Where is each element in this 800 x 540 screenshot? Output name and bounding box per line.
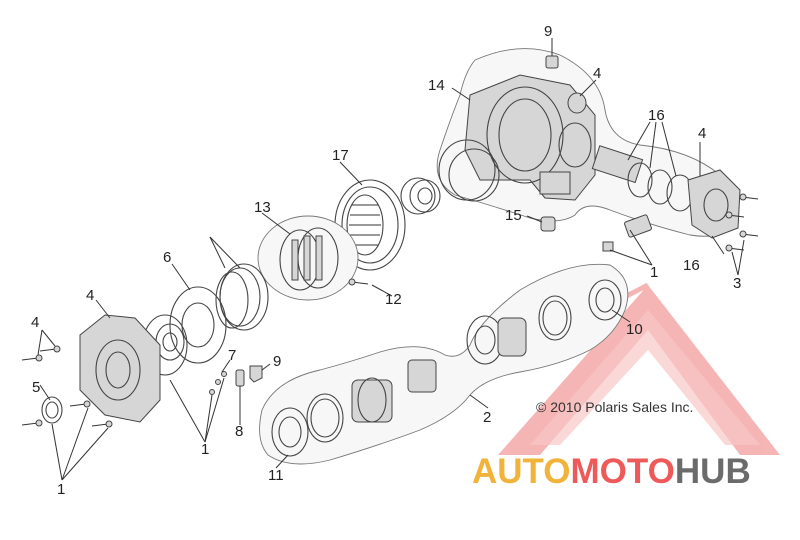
callout-10: 12 (385, 291, 402, 308)
callout-9-left: 11 (268, 467, 284, 484)
callout-1-lower-left: 1 (57, 481, 66, 498)
copyright-notice: © 2010 Polaris Sales Inc. (536, 399, 694, 415)
callout-11: 13 (254, 199, 271, 216)
bearing-cover (687, 169, 741, 239)
callout-12: 14 (428, 77, 445, 94)
callout-7: 8 (235, 423, 244, 440)
leader-lines (37, 38, 745, 481)
callout-9-right: 10 (626, 321, 643, 338)
pinion-shaft-bearings (591, 145, 694, 212)
callout-5: 6 (163, 249, 172, 266)
roller-cage (279, 227, 339, 291)
brand-auto: AUTO (472, 452, 571, 491)
front-cover (79, 314, 161, 423)
pin (348, 278, 369, 286)
large-seal-ring (438, 139, 500, 202)
fill-plug (545, 55, 559, 69)
callout-8: 9 (273, 353, 282, 370)
differential-case (464, 74, 596, 201)
callout-1-upper-right: 1 (650, 264, 659, 281)
drain-plug (540, 216, 556, 232)
output-shaft-parts (271, 279, 622, 457)
watermark-brand: AUTOMOTOHUB (472, 454, 751, 489)
electrical-connector (602, 214, 652, 252)
spring-and-pins (209, 365, 263, 395)
callout-14: 9 (544, 23, 553, 40)
callout-2: 2 (483, 409, 492, 426)
callout-4-upper: 4 (593, 65, 602, 82)
callout-16-center: 17 (332, 147, 349, 164)
callout-15: 16 (683, 257, 700, 274)
retaining-rings (215, 263, 269, 331)
bolts-left (21, 345, 113, 428)
callout-4-right: 4 (698, 125, 707, 142)
callout-3-left: 4 (31, 314, 40, 331)
bolts-right (725, 193, 759, 252)
callout-3-right: 3 (733, 275, 742, 292)
callout-16-right: 16 (648, 107, 665, 124)
callout-4-lower-left: 5 (32, 379, 41, 396)
callout-1-lower-center: 1 (201, 441, 210, 458)
brand-moto: MOTO (570, 452, 675, 491)
oil-seal-upper (567, 92, 587, 114)
gasket (169, 286, 227, 364)
callout-4-left: 4 (86, 287, 95, 304)
oil-seal-lower-left (41, 396, 63, 424)
callout-13: 15 (505, 207, 522, 224)
brand-hub: HUB (674, 452, 751, 491)
callout-6: 7 (228, 347, 237, 364)
carrier-bearing (400, 177, 441, 215)
